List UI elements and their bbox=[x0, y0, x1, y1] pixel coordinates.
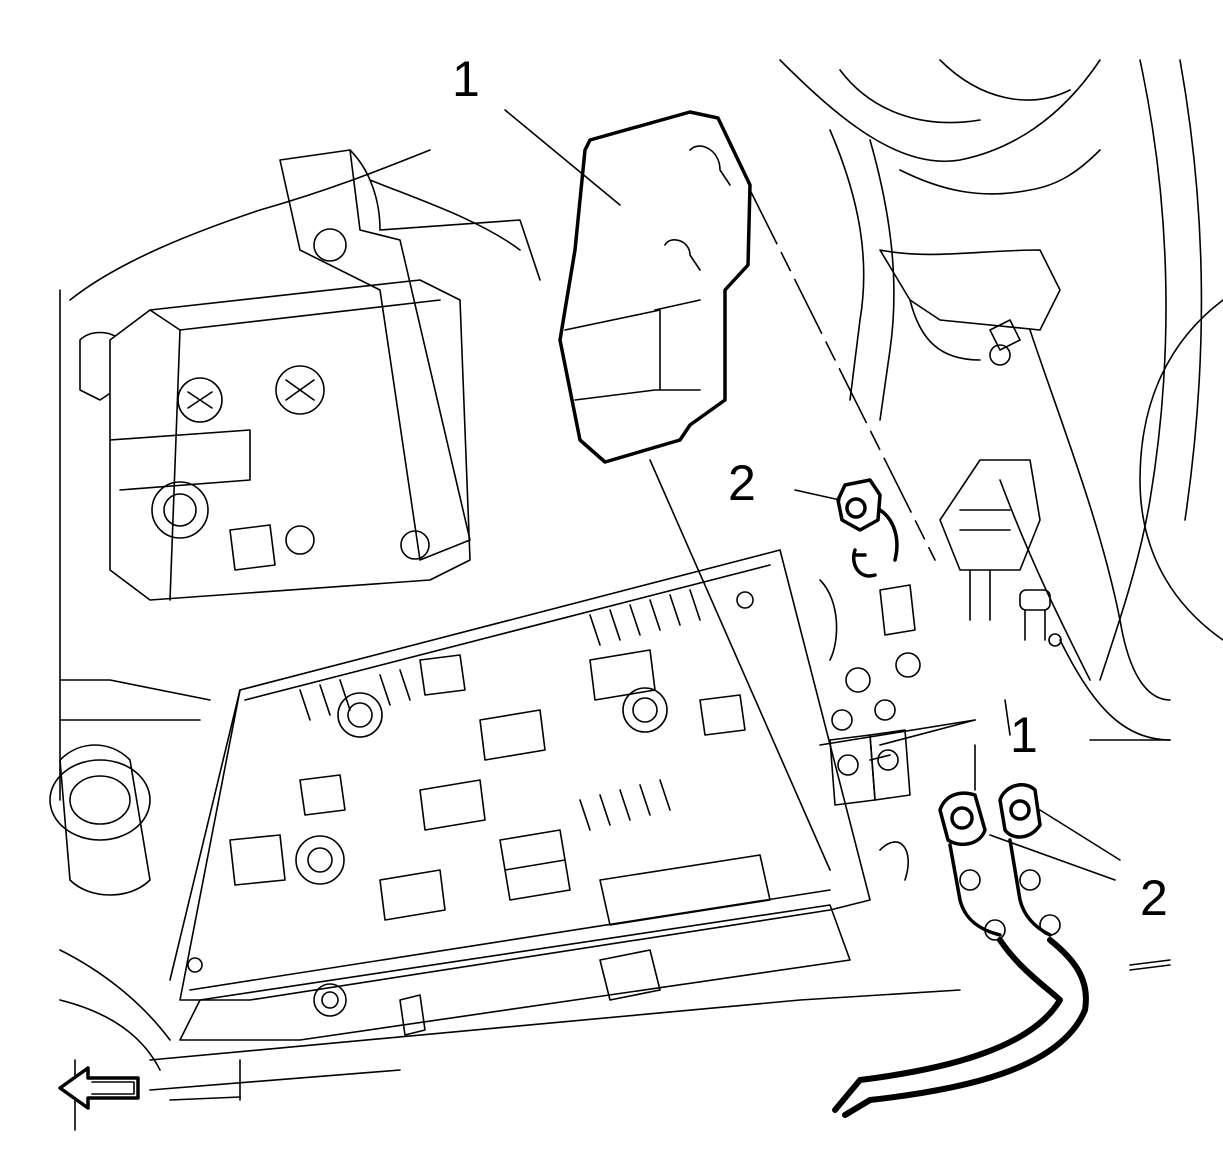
fuse-block-cover bbox=[558, 110, 752, 464]
terminal-nut-detail bbox=[836, 478, 899, 578]
terminal-studs bbox=[819, 579, 921, 881]
callout-2-right: 2 bbox=[1140, 870, 1168, 926]
fuse-rows bbox=[229, 589, 771, 926]
callout-2-middle: 2 bbox=[728, 455, 756, 511]
callout-1-top: 1 bbox=[452, 51, 480, 107]
lower-frame bbox=[149, 959, 1171, 1101]
fuse-block bbox=[169, 549, 871, 1041]
battery-cable-terminals bbox=[832, 719, 1089, 1118]
left-arrow-icon bbox=[58, 1066, 140, 1110]
callout-1-right: 1 bbox=[1010, 707, 1038, 763]
leader-lines bbox=[504, 109, 1121, 881]
engine-bay-background bbox=[779, 59, 1223, 741]
engine-module bbox=[109, 149, 541, 601]
